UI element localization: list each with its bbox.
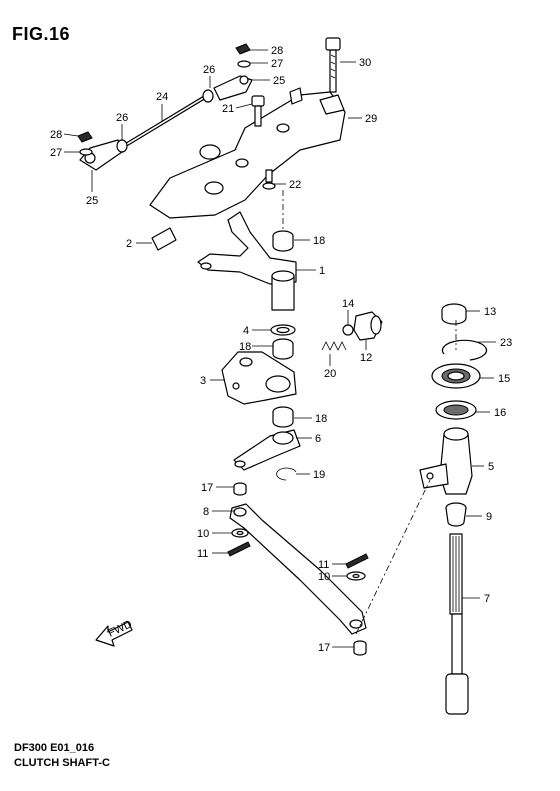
callout-11-b: 11 [318,559,329,571]
callout-25-lower: 25 [86,195,98,207]
bracket-part-29 [149,87,346,219]
callout-numbers: 28 27 26 25 30 24 21 29 28 26 27 25 22 2… [50,45,512,654]
bushing-part-18-a [272,230,294,252]
callout-16: 16 [494,407,506,419]
callout-1: 1 [319,265,325,277]
spring-part-20 [321,341,347,351]
bearing-part-15 [431,363,481,389]
seal-part-16 [435,400,477,420]
callout-30: 30 [359,57,371,69]
bolt-part-22 [262,169,276,190]
bolt-part-30 [325,37,341,93]
callout-28-upper: 28 [271,45,283,57]
callout-29: 29 [365,113,377,125]
callout-28-lower: 28 [50,129,62,141]
callout-9: 9 [486,511,492,523]
bolt-part-13 [441,303,467,325]
callout-6: 6 [315,433,321,445]
rod-end-part-25-upper [213,75,253,101]
callout-17-a: 17 [201,482,213,494]
clip-part-2 [151,227,177,251]
clip-part-28-upper [235,43,251,55]
bushing-part-17-a [233,482,247,496]
clip-part-28-lower [77,131,93,143]
footer-model-code: DF300 E01_016 [14,742,95,754]
bolt-part-21 [251,95,265,127]
callout-4: 4 [243,325,249,337]
callout-5: 5 [488,461,494,473]
holder-part-3 [221,351,297,405]
callout-20: 20 [324,368,336,380]
washer-part-27-lower [79,148,93,156]
figure-label: FIG.16 [12,24,71,44]
callout-21: 21 [222,103,234,115]
bushing-part-9 [445,502,467,527]
leader-lines [63,49,496,648]
washer-part-10-a [231,528,249,538]
washer-part-10-b [346,571,366,581]
bushing-part-17-b [353,640,367,656]
callout-27-upper: 27 [271,58,283,70]
callout-19: 19 [313,469,325,481]
washer-part-27-upper [237,60,251,68]
rod-part-24 [122,92,212,148]
footer-title: CLUTCH SHAFT-C [14,757,110,769]
bushing-part-18-b [272,338,294,360]
bushing-part-18-c [272,406,294,428]
callout-11-a: 11 [197,548,208,560]
circlip-part-23 [441,339,488,361]
callout-15: 15 [498,373,510,385]
link-part-8 [229,503,367,635]
cap-part-12 [353,311,383,341]
callout-10-a: 10 [197,528,209,540]
shaft-housing-part-5 [419,427,473,495]
callout-17-b: 17 [318,642,330,654]
lever-part-1 [197,211,297,311]
callout-2: 2 [126,238,132,250]
callout-8: 8 [203,506,209,518]
washer-part-4 [270,324,296,336]
callout-12: 12 [360,352,372,364]
callout-26-upper: 26 [203,64,215,76]
cotter-pin-part-11-a [227,541,251,557]
callout-10-b: 10 [318,571,330,583]
callout-14: 14 [342,298,354,310]
callout-22: 22 [289,179,301,191]
callout-13: 13 [484,306,496,318]
callout-24: 24 [156,91,168,103]
callout-18-c: 18 [315,413,327,425]
callout-26-lower: 26 [116,112,128,124]
axis-line-link [355,479,431,635]
callout-23: 23 [500,337,512,349]
clutch-shaft-part-7 [445,533,469,715]
fwd-arrow-icon: FWD [95,618,134,647]
callout-18-b: 18 [239,341,251,353]
lever-part-6 [233,429,301,471]
nut-part-26-upper [202,89,214,103]
callout-3: 3 [200,375,206,387]
callout-25-upper: 25 [273,75,285,87]
cotter-pin-part-11-b [345,553,369,569]
callout-27-lower: 27 [50,147,62,159]
ball-part-14 [342,324,354,336]
snap-ring-part-19 [276,467,297,481]
nut-part-26-lower [116,139,128,153]
callout-18-a: 18 [313,235,325,247]
callout-7: 7 [484,593,490,605]
